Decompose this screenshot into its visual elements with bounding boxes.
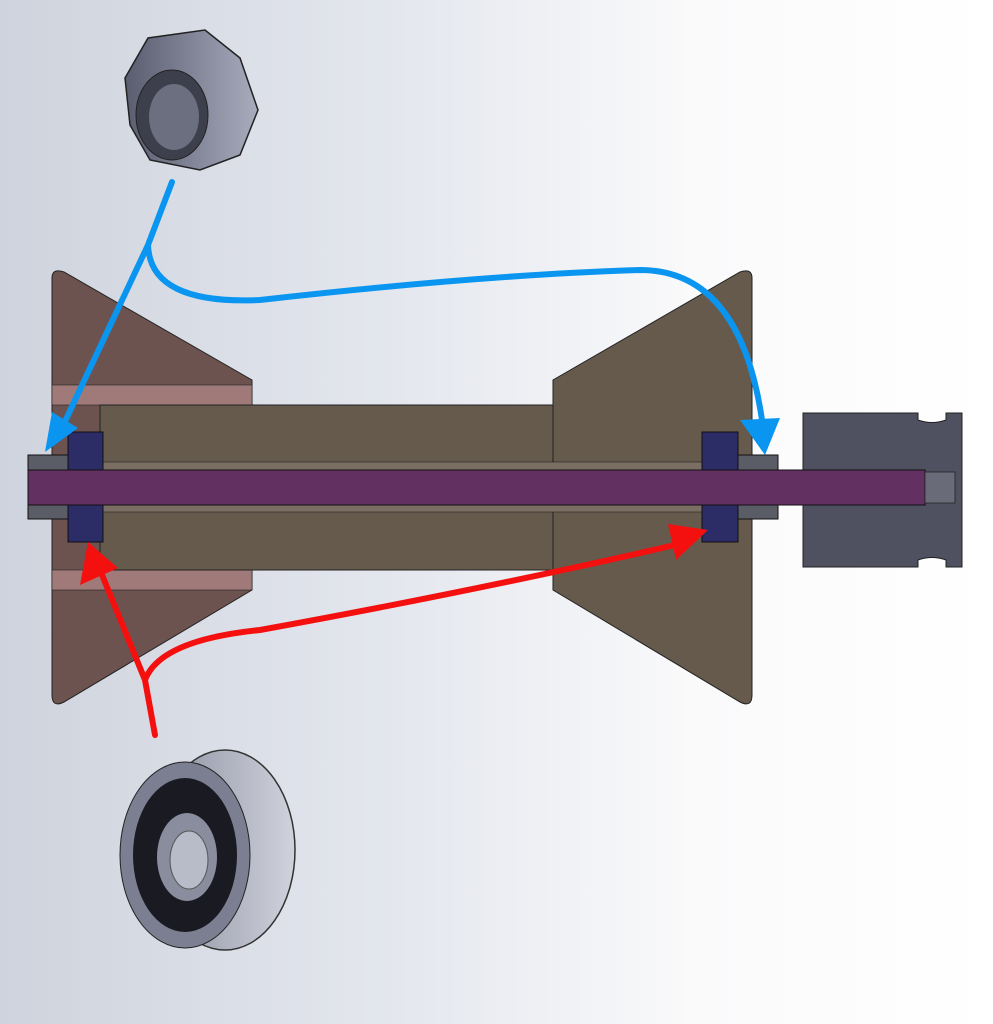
arrowhead-left-bearing <box>80 542 118 585</box>
hex-nut-icon <box>124 29 259 171</box>
shaft-thread <box>924 471 956 504</box>
arrowhead-left <box>45 412 78 452</box>
arrowhead-right <box>740 418 780 455</box>
bearing-icon <box>119 749 296 951</box>
arrow-to-right-bearing <box>142 542 678 683</box>
shaft <box>27 469 926 506</box>
arrowhead-right-bearing <box>668 524 708 560</box>
nut-arrows <box>45 179 780 455</box>
bearing-arrows <box>80 524 708 738</box>
arrow-to-right-nut <box>145 242 765 423</box>
